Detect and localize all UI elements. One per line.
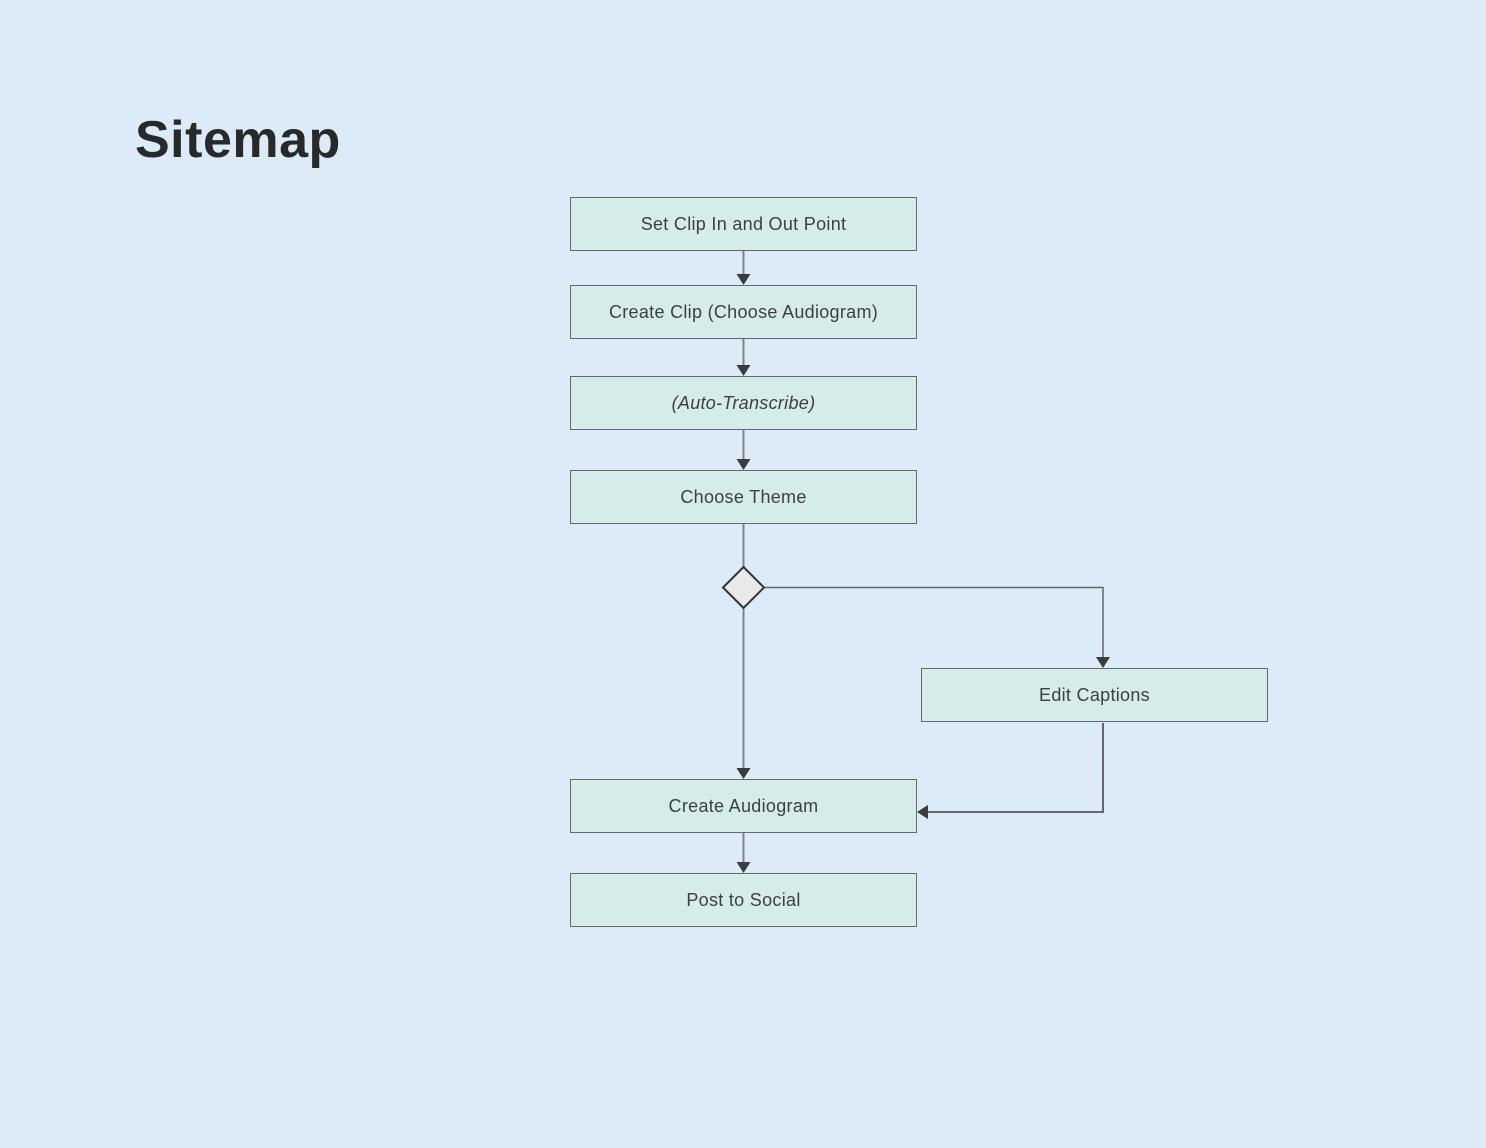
node-label: Choose Theme [680,486,807,507]
arrowhead-icon [736,862,751,873]
arrowhead-icon [1096,657,1110,668]
edge-decision-to-edit-captions [764,586,1104,658]
flow-node-set-clip-in-out[interactable]: Set Clip In and Out Point [570,197,917,251]
node-label: Create Audiogram [668,795,819,816]
flow-node-auto-transcribe[interactable]: (Auto-Transcribe) [570,376,917,430]
flow-node-create-audiogram[interactable]: Create Audiogram [570,779,917,833]
arrowhead-icon [736,768,751,779]
flow-node-post-to-social[interactable]: Post to Social [570,873,917,927]
node-label: Set Clip In and Out Point [640,213,847,234]
flow-node-choose-theme[interactable]: Choose Theme [570,470,917,524]
node-label: (Auto-Transcribe) [671,392,816,413]
decision-diamond-node[interactable] [721,565,766,610]
page-title: Sitemap [135,111,341,169]
arrowhead-icon [736,365,751,376]
node-label: Post to Social [686,889,801,910]
flow-node-edit-captions[interactable]: Edit Captions [921,668,1268,722]
flow-node-create-clip[interactable]: Create Clip (Choose Audiogram) [570,285,917,339]
arrowhead-icon [917,805,928,819]
arrowhead-icon [736,274,751,285]
arrowhead-icon [736,459,751,470]
node-label: Create Clip (Choose Audiogram) [608,301,879,322]
edge-edit-captions-to-create-audiogram [928,723,1104,813]
node-label: Edit Captions [1039,684,1150,705]
